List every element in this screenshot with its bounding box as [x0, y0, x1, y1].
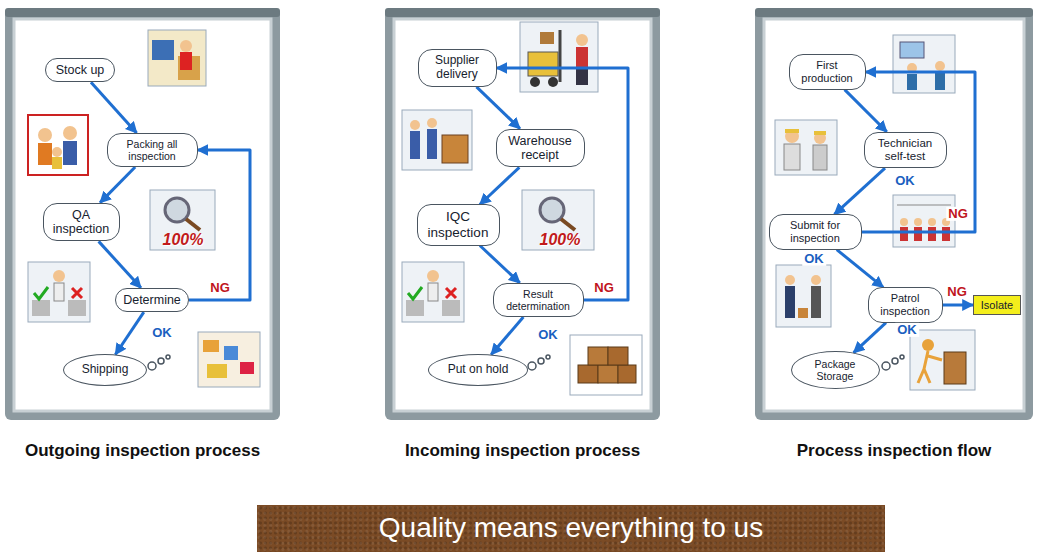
thought-cloud: Package Storage: [791, 351, 880, 389]
edge-label: OK: [893, 174, 917, 188]
edge-label: OK: [536, 328, 560, 342]
speech-bubble: QA inspection: [43, 203, 120, 242]
flow-arrow: [477, 87, 520, 129]
speech-bubble: First production: [789, 54, 866, 89]
percent-mark: 100%: [163, 231, 204, 249]
isolate-box: Isolate: [973, 295, 1021, 316]
whiteboard-frames: [5, 8, 1033, 420]
flow-arrow: [834, 168, 885, 214]
flow-arrow: [854, 323, 886, 353]
flow-arrow: [497, 68, 629, 300]
step-text: IQC inspection: [424, 209, 493, 240]
flow-arrow: [862, 72, 976, 232]
slogan-banner: Quality means everything to us: [257, 505, 885, 552]
step-text: Supplier delivery: [425, 54, 490, 82]
speech-bubble: Warehouse receipt: [496, 129, 585, 168]
flow-arrow: [99, 241, 141, 287]
percent-mark: 100%: [540, 231, 581, 249]
whiteboard-panel: Incoming inspection processSupplier deli…: [385, 8, 660, 420]
speech-bubble: IQC inspection: [417, 204, 500, 245]
pictures: [28, 22, 975, 395]
step-text: Shipping: [82, 363, 129, 377]
speech-bubble: Determine: [115, 288, 189, 312]
panel-caption: Incoming inspection process: [385, 441, 660, 461]
speech-bubble: Submit for inspection: [769, 214, 862, 249]
edge-label: NG: [592, 281, 616, 295]
edge-label: NG: [945, 285, 969, 299]
step-text: First production: [796, 59, 859, 84]
speech-bubble: Supplier delivery: [418, 49, 497, 87]
thought-cloud: Put on hold: [428, 354, 528, 386]
edge-label: OK: [895, 323, 919, 337]
speech-bubble: Stock up: [45, 58, 115, 82]
step-text: Put on hold: [448, 363, 509, 377]
flow-arrow: [189, 150, 250, 300]
step-text: Isolate: [981, 299, 1013, 312]
flow-arrow: [115, 312, 143, 354]
speech-bubble: Patrol inspection: [868, 287, 943, 322]
edge-label: OK: [150, 326, 174, 340]
step-text: Patrol inspection: [875, 292, 936, 317]
step-text: Determine: [123, 293, 181, 307]
flow-arrow: [837, 250, 884, 288]
step-text: Stock up: [56, 63, 105, 77]
step-text: QA inspection: [50, 208, 113, 237]
flow-arrow: [491, 317, 523, 355]
whiteboard-panel: Outgoing inspection processStock upPacki…: [5, 8, 280, 420]
step-text: Technician self-test: [871, 137, 940, 163]
panel-caption: Process inspection flow: [755, 441, 1033, 461]
step-text: Result determination: [500, 288, 577, 312]
whiteboard-panel: Process inspection flowFirst productionT…: [755, 8, 1033, 420]
thought-cloud: Shipping: [63, 354, 147, 386]
flow-arrow: [943, 303, 974, 306]
edge-label: NG: [946, 207, 970, 221]
panel-caption: Outgoing inspection process: [5, 441, 280, 461]
speech-bubble: Technician self-test: [864, 132, 947, 168]
edge-label: OK: [802, 252, 826, 266]
flow-arrow: [100, 167, 135, 203]
step-text: Package Storage: [804, 358, 867, 382]
flow-arrow: [480, 246, 520, 283]
edge-label: NG: [208, 281, 232, 295]
step-text: Packing all inspection: [114, 138, 191, 162]
step-text: Warehouse receipt: [503, 134, 578, 163]
speech-bubble: Result determination: [493, 283, 584, 317]
flow-arrow: [845, 90, 887, 132]
slogan-text: Quality means everything to us: [379, 512, 763, 544]
speech-bubble: Packing all inspection: [107, 133, 198, 167]
flow-arrow: [91, 82, 137, 133]
flow-arrow: [480, 167, 520, 204]
step-text: Submit for inspection: [776, 219, 855, 244]
